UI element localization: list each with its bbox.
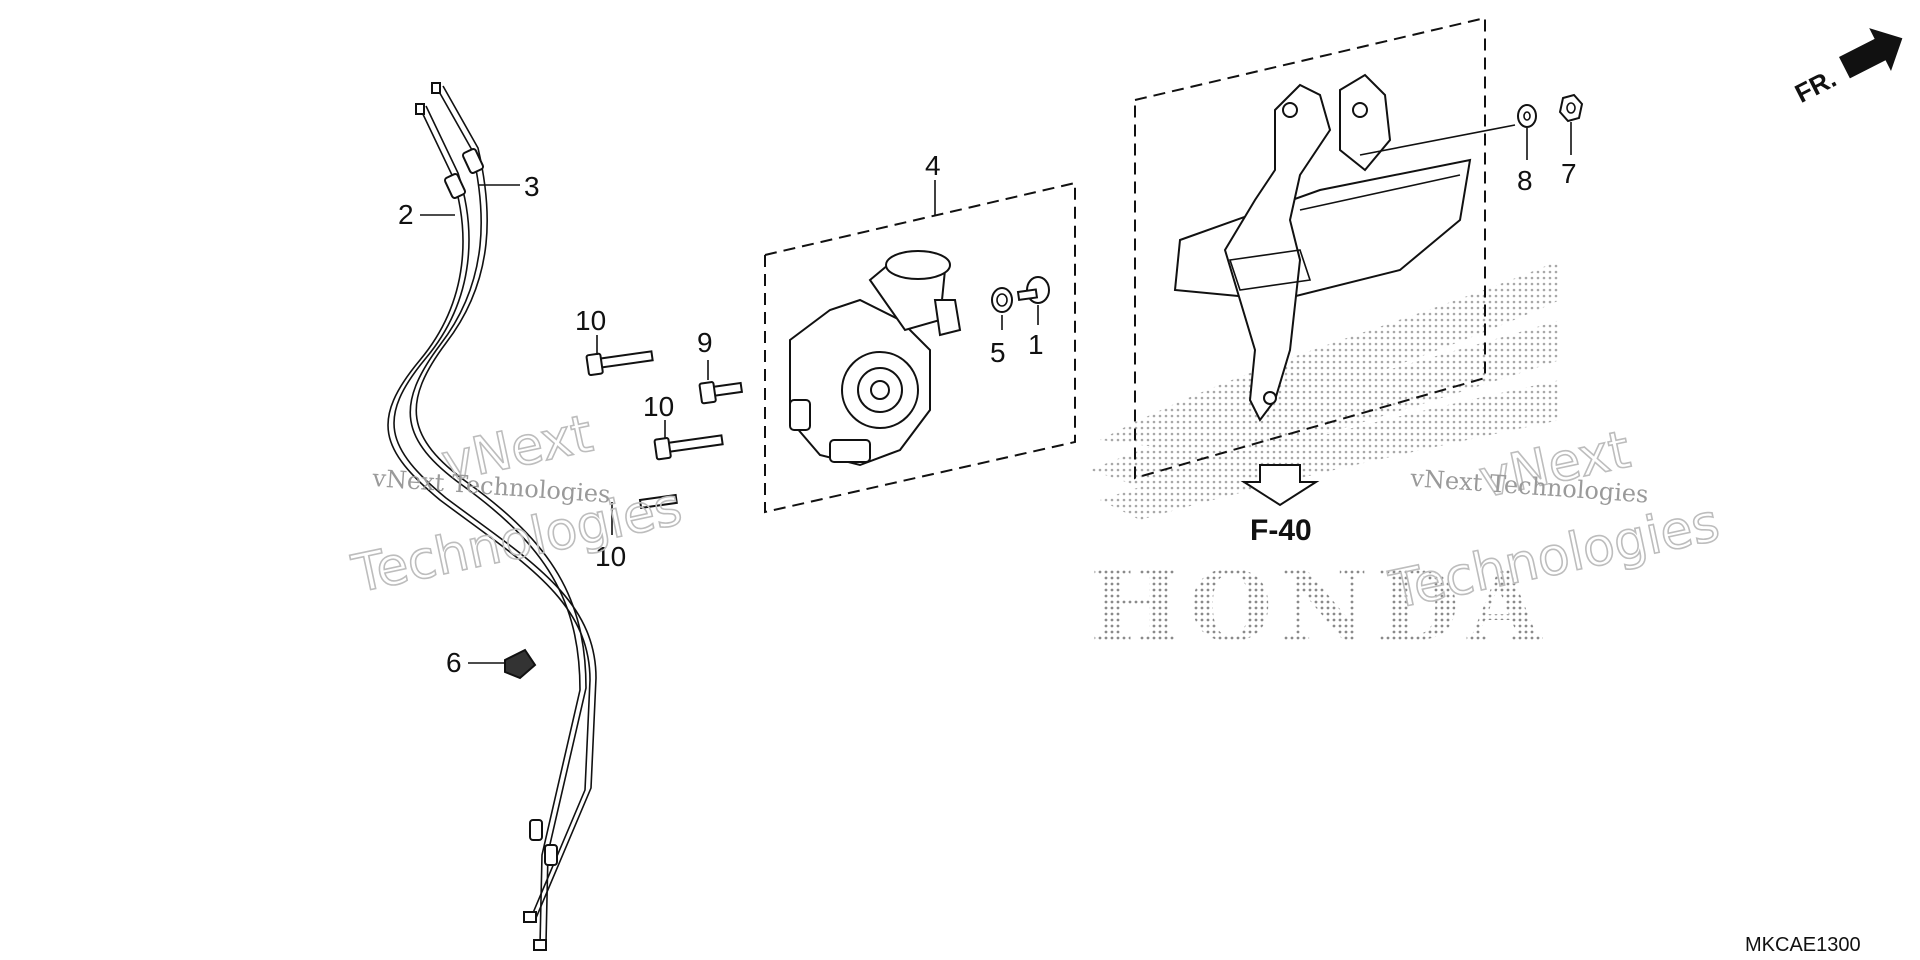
bracket-assembly bbox=[1134, 16, 1486, 480]
reference-label: F-40 bbox=[1250, 514, 1312, 547]
callout-7: 7 bbox=[1561, 158, 1577, 189]
throttle-body-assembly bbox=[764, 181, 1076, 514]
cable-clip bbox=[504, 648, 537, 680]
honda-wing-shape bbox=[1090, 260, 1560, 520]
bracket-assembly-box bbox=[1134, 16, 1486, 480]
callouts: 1 2 3 4 5 6 7 8 9 10 10 10 bbox=[398, 150, 1577, 678]
callout-2: 2 bbox=[398, 199, 414, 230]
down-arrow-icon bbox=[1240, 464, 1320, 507]
assembly-4-box bbox=[764, 181, 1076, 514]
watermark-right-line2: Technologies bbox=[1384, 493, 1724, 621]
ecu-housing bbox=[1173, 158, 1472, 302]
leader-lines bbox=[420, 122, 1572, 664]
front-label: FR. bbox=[1790, 63, 1841, 109]
callout-10-middle: 10 bbox=[643, 391, 674, 422]
bolt-10-bottom bbox=[638, 493, 678, 510]
callout-8: 8 bbox=[1517, 165, 1533, 196]
bolts bbox=[585, 350, 744, 510]
throttle-body bbox=[789, 250, 962, 467]
bolt-10-top bbox=[585, 350, 654, 377]
cable-2 bbox=[387, 107, 591, 921]
collar-5 bbox=[991, 287, 1013, 313]
bolt-9 bbox=[698, 381, 744, 405]
reference-f40: F-40 bbox=[1240, 464, 1320, 547]
honda-logo: HONDA bbox=[1090, 260, 1560, 663]
callout-4: 4 bbox=[925, 150, 941, 181]
callout-6: 6 bbox=[446, 647, 462, 678]
nut-7 bbox=[1558, 93, 1584, 123]
callout-10-bottom: 10 bbox=[595, 541, 626, 572]
cable-2-inner bbox=[393, 105, 597, 919]
callout-9: 9 bbox=[697, 327, 713, 358]
washer-8 bbox=[1517, 104, 1537, 128]
honda-logo-text: HONDA bbox=[1090, 550, 1550, 663]
front-direction: FR. bbox=[1790, 28, 1903, 109]
cable-3-inner bbox=[415, 85, 587, 944]
callout-10-top: 10 bbox=[575, 305, 606, 336]
callout-1: 1 bbox=[1028, 329, 1044, 360]
cable-3 bbox=[409, 87, 581, 946]
bolt-1 bbox=[1016, 276, 1050, 304]
front-arrow-icon bbox=[1839, 28, 1903, 79]
callout-5: 5 bbox=[990, 337, 1006, 368]
throttle-cables bbox=[387, 82, 597, 951]
bolt-10-middle bbox=[653, 434, 724, 461]
callout-3: 3 bbox=[524, 171, 540, 202]
diagram-code: MKCAE1300 bbox=[1745, 934, 1861, 956]
